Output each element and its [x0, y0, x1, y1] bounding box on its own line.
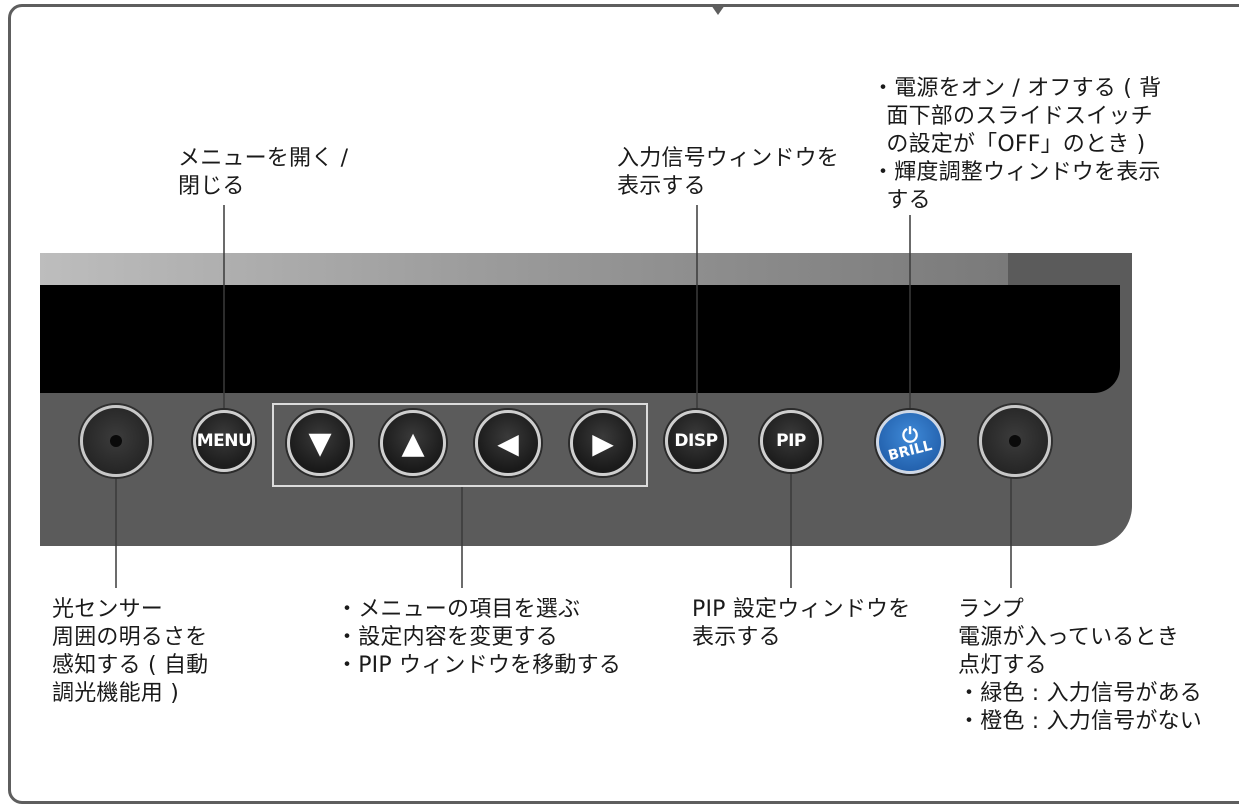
down-arrow-icon: ▼	[308, 425, 332, 461]
power-lamp	[979, 405, 1051, 477]
sensor-description: 光センサー 周囲の明るさを 感知する ( 自動 調光機能用 )	[52, 597, 209, 706]
monitor-screen	[40, 285, 1120, 393]
monitor-top-edge	[40, 253, 1008, 285]
brill-description: ・電源をオン / オフする ( 背 面下部のスライドスイッチ の設定が「OFF」…	[872, 76, 1162, 213]
pip-button-label: PIP	[776, 431, 806, 451]
power-icon: ⏻	[902, 423, 918, 447]
lamp-indicator	[1009, 435, 1021, 447]
right-arrow-icon: ▶	[592, 426, 614, 460]
light-sensor	[80, 405, 152, 477]
left-arrow-icon: ◀	[497, 426, 519, 460]
left-button[interactable]: ◀	[475, 410, 541, 476]
lamp-description: ランプ 電源が入っているとき 点灯する ・緑色 : 入力信号がある ・橙色 : …	[958, 597, 1202, 734]
up-button[interactable]: ▲	[380, 410, 446, 476]
disp-description: 入力信号ウィンドウを 表示する	[617, 146, 840, 199]
frame-notch	[711, 5, 725, 15]
brill-button-label: BRILL	[886, 437, 934, 465]
disp-button[interactable]: DISP	[665, 410, 727, 472]
brill-power-button[interactable]: ⏻ BRILL	[876, 410, 944, 474]
menu-button[interactable]: MENU	[193, 410, 255, 472]
pip-button[interactable]: PIP	[760, 410, 822, 472]
right-button[interactable]: ▶	[570, 410, 636, 476]
menu-description: メニューを開く / 閉じる	[178, 146, 349, 199]
up-arrow-icon: ▲	[401, 425, 425, 461]
disp-button-label: DISP	[674, 431, 718, 451]
leader-lines	[115, 205, 1012, 588]
menu-button-label: MENU	[196, 431, 252, 451]
sensor-lens	[110, 435, 122, 447]
arrows-description: ・メニューの項目を選ぶ ・設定内容を変更する ・PIP ウィンドウを移動する	[336, 597, 622, 678]
down-button[interactable]: ▼	[287, 410, 353, 476]
pip-description: PIP 設定ウィンドウを 表示する	[692, 597, 911, 650]
arrow-button-group	[272, 403, 648, 487]
